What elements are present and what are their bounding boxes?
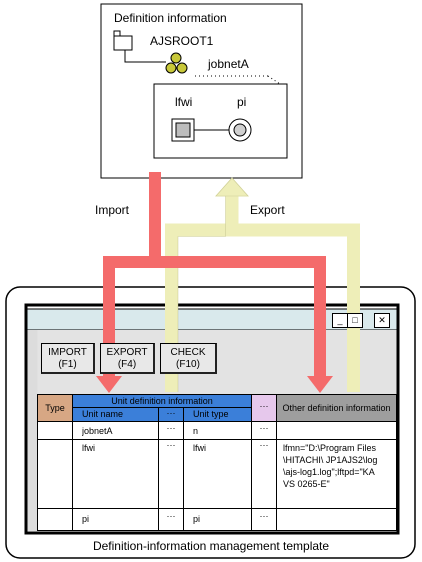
close-button[interactable]: ✕ [374,313,390,328]
left-scroll-strip [27,330,38,531]
root-folder-icon [113,30,133,51]
ellipsis-header: ··· [252,395,276,421]
toolbar-area [37,330,397,394]
row2-ellipsis2: ··· [259,440,269,450]
unit-name-header: Unit name [73,408,158,421]
check-button-key: (F10) [176,359,200,370]
row1-ellipsis1: ··· [166,423,176,433]
check-button-label: CHECK [170,347,206,358]
lfwi-unit-label: lfwi [175,95,193,109]
unit-def-header: Unit definition information [73,395,251,407]
unit-type-header: Unit type [184,408,251,421]
row3-unit-type: pi [193,514,201,524]
row1-unit-name: jobnetA [82,426,113,436]
tree-connector [124,50,166,63]
definition-info-title: Definition information [114,11,227,25]
row3-ellipsis2: ··· [259,511,269,521]
import-button-key: (F1) [58,359,77,370]
row2-unit-type: lfwi [193,443,206,453]
row3-ellipsis1: ··· [166,511,176,521]
type-header: Type [38,395,72,421]
import-button[interactable]: IMPORT (F1) [41,343,95,374]
definition-table-grid [37,394,397,531]
row2-ellipsis1: ··· [166,440,176,450]
import-arrow [96,172,333,393]
export-button-key: (F4) [117,359,137,370]
jobnet-icon [165,52,188,74]
template-caption: Definition-information management templa… [92,539,330,553]
window-title-bar [27,309,397,330]
unit-ellipsis-header: ··· [159,408,183,421]
other-def-header: Other definition information [277,395,396,421]
row3-unit-name: pi [82,514,90,524]
import-button-label: IMPORT [48,347,87,358]
export-arrow [165,177,360,392]
row1-unit-type: n [193,426,199,436]
maximize-button[interactable]: □ [347,313,363,328]
lfwi-unit-icon [171,118,195,142]
row2-unit-name: lfwi [82,443,95,453]
pi-unit-label: pi [237,95,247,109]
import-label: Import [95,203,130,217]
export-label: Export [250,203,285,217]
export-button[interactable]: EXPORT (F4) [100,343,155,374]
jobnet-label: jobnetA [208,57,249,71]
check-button[interactable]: CHECK (F10) [160,343,217,374]
root-label: AJSROOT1 [150,34,214,48]
row1-ellipsis2: ··· [259,423,269,433]
minimize-button[interactable]: _ [332,313,348,328]
row2-other: lfmn="D:\Program Files\HITACHI\ JP1AJS2\… [283,443,378,489]
export-button-label: EXPORT [106,347,148,358]
pi-unit-icon [228,118,252,142]
